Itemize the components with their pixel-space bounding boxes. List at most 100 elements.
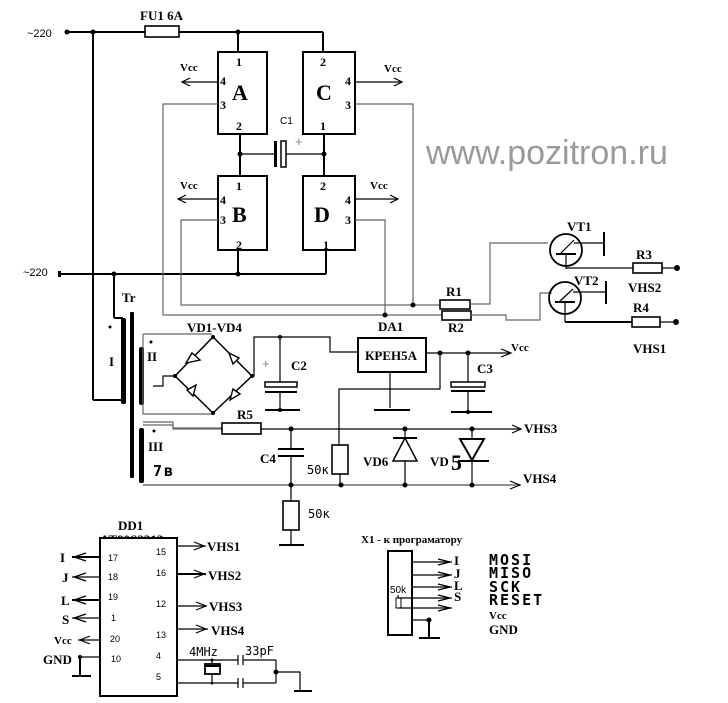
resistor-50k-upper: 50к: [307, 444, 349, 485]
mains-top: ~220 FU1 6A: [27, 8, 324, 401]
mains-top-label: ~220: [27, 28, 52, 40]
fuse-label: FU1 6A: [140, 8, 184, 23]
mcu-right-pin: VHS4 13: [156, 623, 245, 640]
programmer-x1: X1 - к програматору 50k I J L S MOSI MIS…: [361, 534, 542, 639]
legend-mosi: MOSI: [489, 551, 533, 569]
pin-number: 16: [156, 568, 166, 578]
vd5-label: VD: [430, 454, 449, 469]
regulator-da1: DA1 КРЕН5А Vcc: [338, 319, 529, 445]
signal-label: Vcc: [54, 635, 72, 647]
pin-number: 18: [108, 572, 118, 582]
vhs4-label: VHS4: [523, 471, 557, 486]
programmer-resistor-label: 50k: [390, 585, 407, 596]
pin-number: 13: [156, 630, 166, 640]
fuse-fu1: [144, 25, 180, 38]
capacitor-c4: C4: [260, 429, 304, 503]
signal-label: L: [61, 593, 70, 608]
vcc-label: Vcc: [180, 62, 198, 74]
transformer-tr: Tr I II III 7в: [108, 290, 175, 483]
vcc-label: Vcc: [370, 180, 388, 192]
mcu-dd1: DD1 AT90S2313 I 17 J 18 L 19 S 1: [43, 518, 312, 697]
legend-gnd: GND: [489, 622, 518, 637]
pin-label: 1: [236, 179, 242, 193]
winding-3-label: III: [148, 439, 163, 454]
signal-label: I: [60, 550, 65, 565]
pin-label: 1: [323, 238, 329, 252]
winding-2-label: II: [147, 349, 157, 364]
signal-label: VHS3: [209, 599, 243, 614]
legend-vcc: Vcc: [489, 610, 507, 622]
block-d-name: D: [314, 202, 330, 227]
r-50k-upper-label: 50к: [307, 463, 329, 477]
pin-label: 1: [320, 119, 326, 133]
vhs1-label: VHS1: [633, 341, 666, 356]
c2-polarity: +: [262, 356, 270, 371]
pin-number: 12: [156, 599, 166, 609]
r1-label: R1: [446, 284, 462, 299]
watermark: www.pozitron.ru: [425, 134, 668, 172]
mains-bottom-label: ~220: [23, 267, 48, 279]
r3-label: R3: [636, 247, 652, 262]
signal-label: S: [62, 612, 69, 627]
signal-label: VHS1: [207, 539, 240, 554]
pin-number: 17: [108, 553, 118, 563]
r4-label: R4: [633, 300, 649, 315]
vcc-out-label: Vcc: [511, 342, 529, 354]
programmer-pin-label: I: [454, 553, 459, 568]
vcc-label: Vcc: [384, 63, 402, 75]
pin-label: 3: [220, 98, 226, 112]
signal-label: VHS4: [211, 623, 245, 638]
transistor-vt1: VT1 R3: [549, 219, 680, 274]
pin-label: 4: [345, 193, 351, 207]
block-c: C 2 1 4 3 Vcc: [302, 51, 404, 135]
mcu-left-pin: S 1: [62, 612, 116, 627]
winding-1-label: I: [109, 354, 114, 369]
r5-label: R5: [237, 407, 253, 422]
pin-number: 4: [156, 651, 161, 661]
mcu-left-pin: GND 10: [43, 652, 121, 677]
block-b: B 1 2 4 3 Vcc: [176, 175, 268, 252]
pin-label: 4: [220, 74, 226, 88]
bridge-label: VD1-VD4: [187, 320, 242, 335]
pin-number: 10: [111, 654, 121, 664]
pin-label: 2: [236, 119, 242, 133]
pin-label: 2: [320, 179, 326, 193]
mcu-left-pin: L 19: [61, 592, 118, 608]
mcu-right-pin: 4: [156, 651, 238, 661]
c2-label: C2: [291, 358, 307, 373]
programmer-pin-label: S: [454, 589, 461, 604]
mcu-left-pin: Vcc 20: [54, 634, 120, 647]
legend-miso: MISO: [489, 564, 533, 582]
cap-label: 33pF: [245, 644, 274, 658]
block-a-name: A: [232, 80, 248, 105]
programmer-pin-label: L: [454, 578, 463, 593]
pin-label: 3: [220, 213, 226, 227]
capacitor-c3: C3: [450, 353, 493, 414]
resistor-50k-lower: 50к: [279, 500, 330, 546]
mains-bottom: ~220: [23, 250, 327, 326]
pin-label: 1: [236, 55, 242, 69]
diode-bridge: VD1-VD4: [153, 320, 359, 415]
block-d: D 2 1 4 3 Vcc: [302, 175, 400, 252]
capacitor-c2: + C2: [262, 335, 307, 412]
pin-label: 2: [320, 55, 326, 69]
vcc-label: Vcc: [180, 180, 198, 192]
mcu-right-pin: 5: [156, 672, 238, 684]
programmer-pin-label: J: [454, 566, 461, 581]
pin-label: 3: [345, 98, 351, 112]
da1-label: DA1: [378, 319, 403, 334]
pin-number: 1: [111, 613, 116, 623]
c3-label: C3: [477, 361, 493, 376]
block-a: A 1 2 4 3 Vcc: [180, 51, 268, 135]
crystal-label: 4MHz: [189, 645, 218, 659]
block-b-name: B: [232, 202, 247, 227]
mcu-right-pin: VHS3 12: [156, 599, 243, 614]
signal-label: J: [62, 570, 69, 585]
signal-label: GND: [43, 652, 72, 667]
vd5-suffix: 5: [451, 450, 462, 475]
pin-number: 15: [156, 547, 166, 557]
voltage-note: 7в: [153, 462, 175, 480]
regulator-part: КРЕН5А: [365, 348, 418, 363]
resistors-r1-r2: R1 R2: [439, 242, 552, 335]
c1-polarity: +: [295, 134, 303, 149]
